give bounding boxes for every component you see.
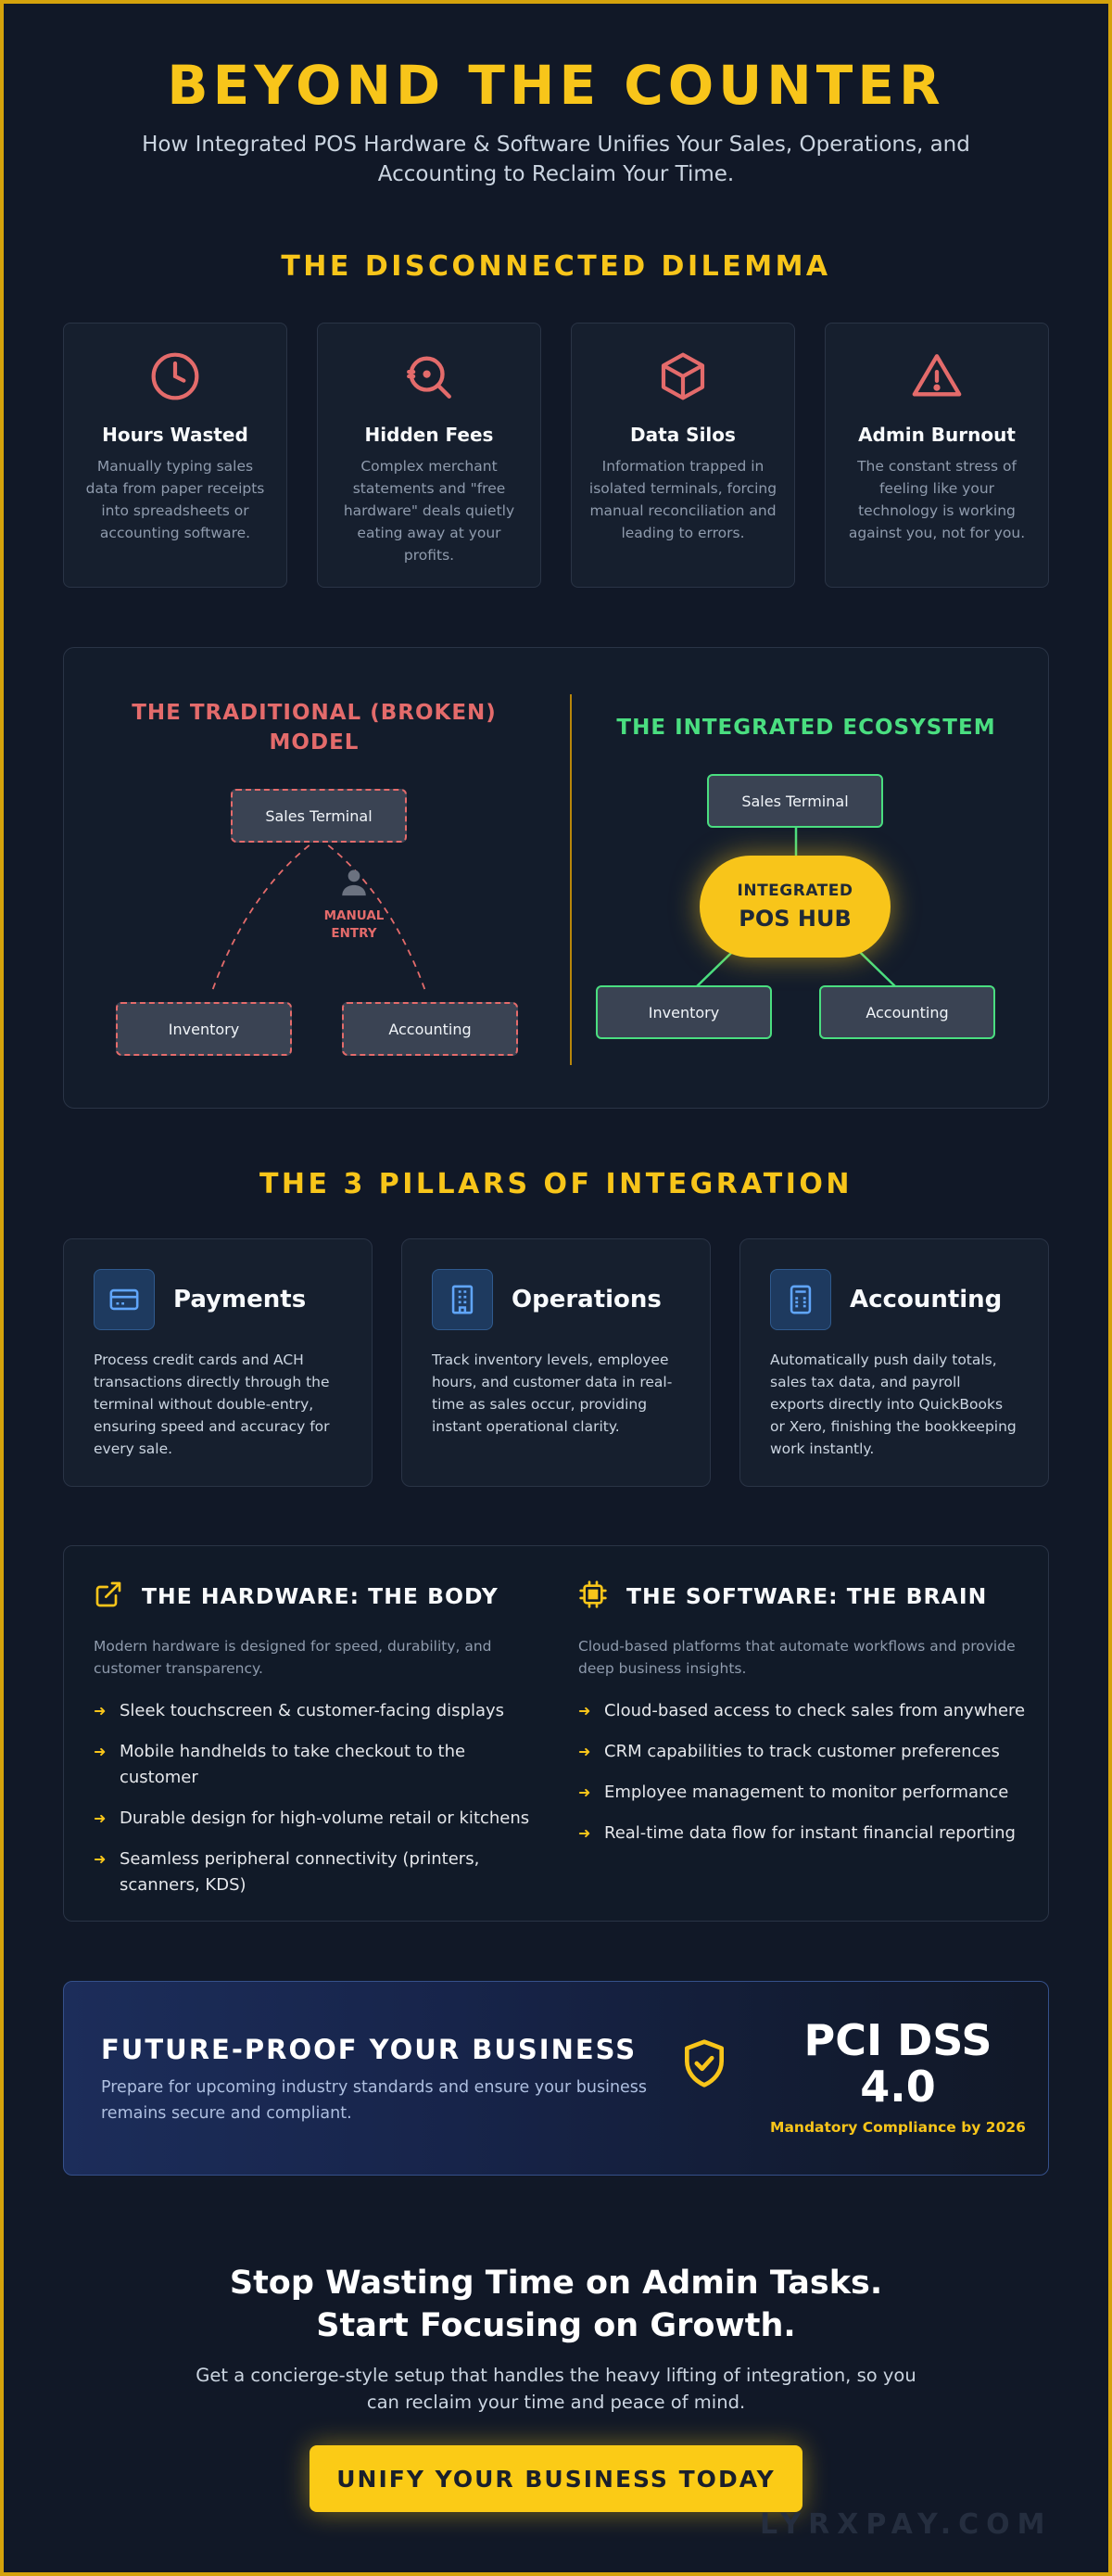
dilemma-card-burnout: Admin Burnout The constant stress of fee… [825, 323, 1049, 588]
list-item: ➜CRM capabilities to track customer pref… [578, 1739, 1032, 1765]
dilemma-heading: THE DISCONNECTED DILEMMA [281, 250, 831, 283]
cube-icon [588, 348, 777, 405]
manual-entry-label: MANUAL ENTRY [323, 908, 385, 941]
arrow-icon: ➜ [578, 1702, 591, 1719]
magnifier-icon [335, 348, 524, 405]
integrated-sales-terminal: Sales Terminal [707, 774, 883, 828]
pillars-heading: THE 3 PILLARS OF INTEGRATION [259, 1168, 853, 1200]
hardware-title: THE HARDWARE: THE BODY [142, 1583, 499, 1609]
pillar-text: Automatically push daily totals, sales t… [770, 1351, 1017, 1457]
pillar-title: Accounting [850, 1286, 1003, 1313]
pillar-text: Process credit cards and ACH transaction… [94, 1351, 330, 1457]
hero-title: BEYOND THE COUNTER [167, 54, 945, 117]
arrow-icon: ➜ [94, 1743, 107, 1760]
dilemma-card-hours: Hours Wasted Manually typing sales data … [63, 323, 287, 588]
list-item: ➜Real-time data flow for instant financi… [578, 1821, 1032, 1846]
dilemma-card-title: Hidden Fees [364, 424, 494, 446]
hero-subtitle: How Integrated POS Hardware & Software U… [142, 133, 970, 186]
clock-icon [81, 348, 270, 405]
broken-model-title: THE TRADITIONAL (BROKEN) MODEL [132, 701, 497, 755]
software-desc: Cloud-based platforms that automate work… [578, 1638, 1016, 1677]
cta-title-line1: Stop Wasting Time on Admin Tasks. [229, 2265, 883, 2302]
external-link-icon [94, 1580, 123, 1613]
cta-title-line2: Start Focusing on Growth. [316, 2307, 796, 2344]
dilemma-card-title: Data Silos [630, 424, 736, 446]
watermark: LYRXPAY.COM [760, 2508, 1053, 2541]
list-item: ➜Mobile handhelds to take checkout to th… [94, 1739, 548, 1791]
dilemma-card-silos: Data Silos Information trapped in isolat… [571, 323, 795, 588]
pci-line2: 4.0 [860, 2062, 936, 2112]
shield-check-icon [678, 2037, 730, 2093]
pci-note: Mandatory Compliance by 2026 [770, 2119, 1026, 2136]
future-title: FUTURE-PROOF YOUR BUSINESS [101, 2034, 638, 2065]
warning-icon [842, 348, 1031, 405]
pillar-card-accounting: Accounting Automatically push daily tota… [739, 1238, 1049, 1487]
dilemma-card-title: Hours Wasted [102, 424, 248, 446]
dilemma-card-text: Complex merchant statements and "free ha… [343, 458, 515, 564]
pci-line1: PCI DSS [803, 2015, 992, 2065]
hardware-software-panel: THE HARDWARE: THE BODY Modern hardware i… [63, 1545, 1049, 1922]
arrow-icon: ➜ [578, 1783, 591, 1801]
comparison-divider [570, 694, 572, 1065]
unify-business-button[interactable]: UNIFY YOUR BUSINESS TODAY [310, 2445, 802, 2512]
arrow-icon: ➜ [94, 1809, 107, 1827]
list-item: ➜Durable design for high-volume retail o… [94, 1806, 548, 1832]
arrow-icon: ➜ [94, 1850, 107, 1868]
cta-title: Stop Wasting Time on Admin Tasks. Start … [0, 2262, 1112, 2347]
future-text: Prepare for upcoming industry standards … [101, 2078, 648, 2123]
cta-subtitle: Get a concierge-style setup that handles… [196, 2365, 916, 2413]
person-icon [338, 867, 370, 902]
broken-inventory: Inventory [116, 1002, 292, 1056]
pillar-title: Operations [512, 1286, 662, 1313]
pillar-card-operations: Operations Track inventory levels, emplo… [401, 1238, 711, 1487]
broken-sales-terminal: Sales Terminal [231, 789, 407, 843]
arrow-icon: ➜ [578, 1743, 591, 1760]
list-item: ➜Sleek touchscreen & customer-facing dis… [94, 1698, 548, 1724]
dilemma-card-text: The constant stress of feeling like your… [848, 458, 1026, 541]
dilemma-card-fees: Hidden Fees Complex merchant statements … [317, 323, 541, 588]
hardware-desc: Modern hardware is designed for speed, d… [94, 1638, 492, 1677]
arrow-icon: ➜ [578, 1824, 591, 1842]
software-column: THE SOFTWARE: THE BRAIN Cloud-based plat… [578, 1580, 1032, 1861]
dilemma-card-text: Manually typing sales data from paper re… [85, 458, 265, 541]
building-icon [432, 1269, 493, 1330]
calculator-icon [770, 1269, 831, 1330]
software-title: THE SOFTWARE: THE BRAIN [626, 1583, 988, 1609]
dilemma-card-text: Information trapped in isolated terminal… [588, 458, 777, 541]
pos-hub-line1: INTEGRATED [737, 882, 853, 900]
arrow-icon: ➜ [94, 1702, 107, 1719]
hardware-column: THE HARDWARE: THE BODY Modern hardware i… [94, 1580, 548, 1913]
list-item: ➜Employee management to monitor performa… [578, 1780, 1032, 1806]
dilemma-card-title: Admin Burnout [858, 424, 1016, 446]
pillar-title: Payments [173, 1286, 307, 1313]
list-item: ➜Cloud-based access to check sales from … [578, 1698, 1032, 1724]
pillar-text: Track inventory levels, employee hours, … [432, 1351, 673, 1435]
chip-icon [578, 1580, 608, 1613]
pillar-card-payments: Payments Process credit cards and ACH tr… [63, 1238, 373, 1487]
broken-accounting: Accounting [342, 1002, 518, 1056]
integrated-inventory: Inventory [596, 985, 772, 1039]
integrated-model-title: THE INTEGRATED ECOSYSTEM [616, 716, 996, 740]
integrated-accounting: Accounting [819, 985, 995, 1039]
software-list: ➜Cloud-based access to check sales from … [578, 1698, 1032, 1846]
pos-hub-line2: POS HUB [739, 906, 852, 932]
pos-hub: INTEGRATED POS HUB [700, 856, 891, 958]
future-proof-banner: FUTURE-PROOF YOUR BUSINESS Prepare for u… [63, 1981, 1049, 2176]
pci-block: PCI DSS 4.0 Mandatory Compliance by 2026 [759, 2017, 1037, 2136]
hardware-list: ➜Sleek touchscreen & customer-facing dis… [94, 1698, 548, 1898]
list-item: ➜Seamless peripheral connectivity (print… [94, 1846, 548, 1898]
credit-card-icon [94, 1269, 155, 1330]
comparison-panel: THE TRADITIONAL (BROKEN) MODEL Sales Ter… [63, 647, 1049, 1109]
